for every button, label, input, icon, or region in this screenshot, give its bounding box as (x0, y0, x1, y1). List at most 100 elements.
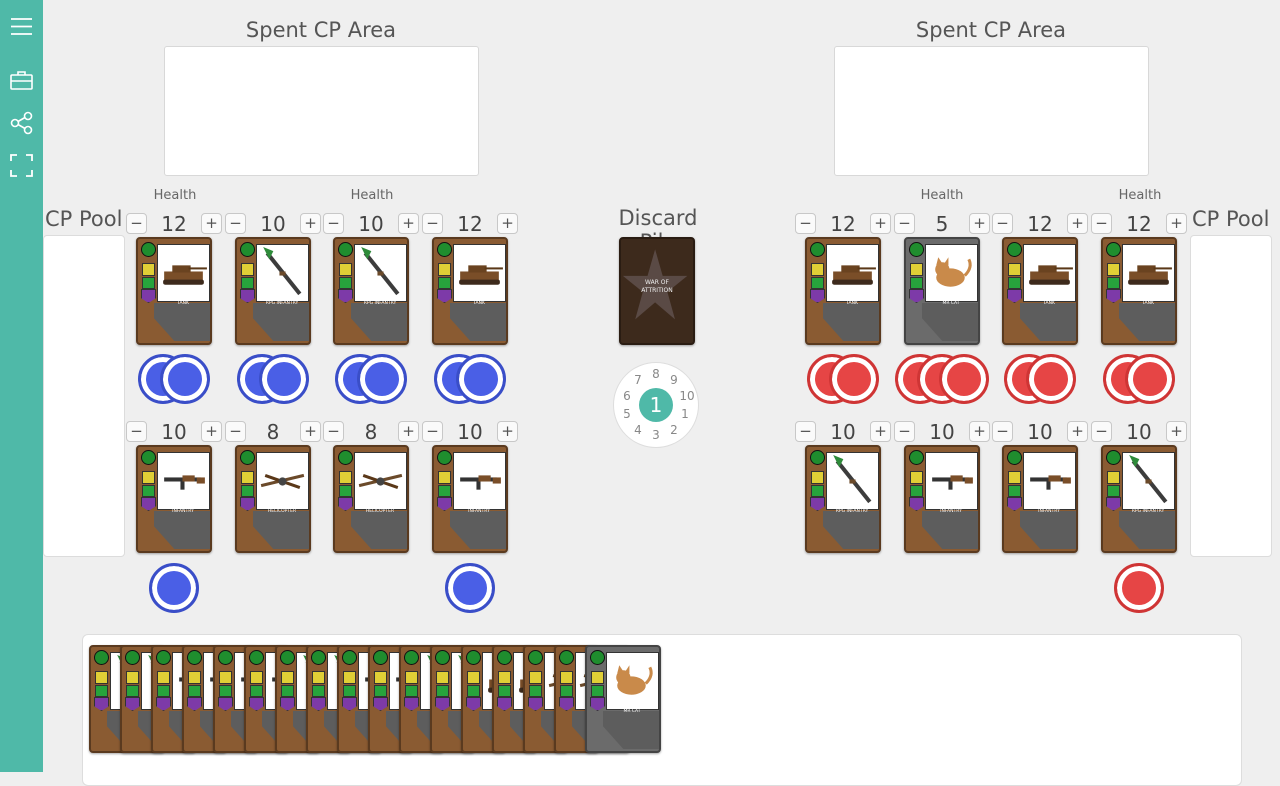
decrement-button[interactable]: − (323, 421, 344, 442)
cost-badge (188, 671, 201, 684)
right-cp-pool[interactable] (1190, 235, 1272, 557)
decrement-button[interactable]: − (422, 421, 443, 442)
increment-button[interactable]: + (1166, 213, 1187, 234)
health-value[interactable]: 10 (929, 420, 955, 444)
menu-icon[interactable] (9, 14, 34, 39)
briefcase-icon[interactable] (9, 68, 34, 93)
unit-card[interactable]: TANK (805, 237, 881, 345)
unit-card[interactable]: RPG INFANTRY (805, 445, 881, 553)
health-value[interactable]: 8 (364, 420, 378, 444)
decrement-button[interactable]: − (1091, 213, 1112, 234)
health-value[interactable]: 12 (830, 212, 856, 236)
increment-button[interactable]: + (497, 213, 518, 234)
red-cp-token[interactable] (829, 354, 879, 404)
decrement-button[interactable]: − (1091, 421, 1112, 442)
decrement-button[interactable]: − (894, 213, 915, 234)
blue-cp-token[interactable] (357, 354, 407, 404)
decrement-button[interactable]: − (795, 421, 816, 442)
unit-card[interactable]: INFANTRY (136, 445, 212, 553)
red-cp-token[interactable] (939, 354, 989, 404)
decrement-button[interactable]: − (992, 421, 1013, 442)
health-value[interactable]: 12 (457, 212, 483, 236)
increment-button[interactable]: + (969, 213, 990, 234)
unit-card[interactable]: HELICOPTER (235, 445, 311, 553)
unit-card[interactable]: HELICOPTER (333, 445, 409, 553)
dial-number[interactable]: 4 (634, 423, 642, 437)
health-value[interactable]: 12 (1126, 212, 1152, 236)
health-value[interactable]: 12 (1027, 212, 1053, 236)
dial-number[interactable]: 5 (623, 407, 631, 421)
decrement-button[interactable]: − (126, 421, 147, 442)
unit-card[interactable]: TANK (432, 237, 508, 345)
increment-button[interactable]: + (870, 213, 891, 234)
health-value[interactable]: 10 (830, 420, 856, 444)
unit-card[interactable]: INFANTRY (432, 445, 508, 553)
unit-card[interactable]: INFANTRY (1002, 445, 1078, 553)
left-cp-pool[interactable] (43, 235, 125, 557)
fullscreen-icon[interactable] (9, 153, 34, 178)
blue-cp-token[interactable] (445, 563, 495, 613)
health-value[interactable]: 10 (457, 420, 483, 444)
increment-button[interactable]: + (300, 421, 321, 442)
unit-card[interactable]: RPG INFANTRY (235, 237, 311, 345)
increment-button[interactable]: + (1166, 421, 1187, 442)
unit-card[interactable]: TANK (1101, 237, 1177, 345)
dial-number[interactable]: 2 (670, 423, 678, 437)
health-label: Health (153, 188, 197, 203)
decrement-button[interactable]: − (225, 421, 246, 442)
dial-number[interactable]: 10 (679, 389, 695, 403)
unit-card[interactable]: RPG INFANTRY (1101, 445, 1177, 553)
health-value[interactable]: 10 (1027, 420, 1053, 444)
unit-card[interactable]: RPG INFANTRY (333, 237, 409, 345)
increment-button[interactable]: + (1067, 213, 1088, 234)
left-spent-area[interactable] (164, 46, 479, 176)
dial-number[interactable]: 3 (652, 428, 660, 442)
unit-card[interactable]: TANK (1002, 237, 1078, 345)
red-cp-token[interactable] (1114, 563, 1164, 613)
health-value[interactable]: 10 (161, 420, 187, 444)
hand-card[interactable]: MR CAT (585, 645, 661, 753)
right-spent-area[interactable] (834, 46, 1149, 176)
decrement-button[interactable]: − (126, 213, 147, 234)
dial-number[interactable]: 6 (623, 389, 631, 403)
increment-button[interactable]: + (497, 421, 518, 442)
dial-number[interactable]: 8 (652, 367, 660, 381)
increment-button[interactable]: + (201, 213, 222, 234)
blue-cp-token[interactable] (456, 354, 506, 404)
health-value[interactable]: 10 (1126, 420, 1152, 444)
dial-current-value[interactable]: 1 (639, 388, 673, 422)
blue-cp-token[interactable] (149, 563, 199, 613)
blue-cp-token[interactable] (160, 354, 210, 404)
decrement-button[interactable]: − (795, 213, 816, 234)
increment-button[interactable]: + (201, 421, 222, 442)
increment-button[interactable]: + (1067, 421, 1088, 442)
unit-card[interactable]: INFANTRY (904, 445, 980, 553)
increment-button[interactable]: + (969, 421, 990, 442)
decrement-button[interactable]: − (225, 213, 246, 234)
health-value[interactable]: 10 (260, 212, 286, 236)
player-hand[interactable]: RPG INFANTRYRPG INFANTRYINFANTRYINFANTRY… (82, 634, 1242, 786)
health-value[interactable]: 8 (266, 420, 280, 444)
dial-number[interactable]: 7 (634, 373, 642, 387)
blue-cp-token[interactable] (259, 354, 309, 404)
red-cp-token[interactable] (1026, 354, 1076, 404)
dial-number[interactable]: 1 (681, 407, 689, 421)
round-dial[interactable]: 8 9 10 1 2 3 4 5 6 7 1 (613, 362, 699, 448)
health-value[interactable]: 12 (161, 212, 187, 236)
increment-button[interactable]: + (398, 213, 419, 234)
health-value[interactable]: 10 (358, 212, 384, 236)
decrement-button[interactable]: − (422, 213, 443, 234)
red-cp-token[interactable] (1125, 354, 1175, 404)
unit-card[interactable]: TANK (136, 237, 212, 345)
decrement-button[interactable]: − (323, 213, 344, 234)
increment-button[interactable]: + (300, 213, 321, 234)
decrement-button[interactable]: − (894, 421, 915, 442)
health-value[interactable]: 5 (935, 212, 949, 236)
discard-pile-card[interactable]: WAR OF ATTRITION (619, 237, 695, 345)
share-icon[interactable] (9, 110, 34, 135)
decrement-button[interactable]: − (992, 213, 1013, 234)
unit-card[interactable]: MR CAT (904, 237, 980, 345)
increment-button[interactable]: + (398, 421, 419, 442)
dial-number[interactable]: 9 (670, 373, 678, 387)
increment-button[interactable]: + (870, 421, 891, 442)
